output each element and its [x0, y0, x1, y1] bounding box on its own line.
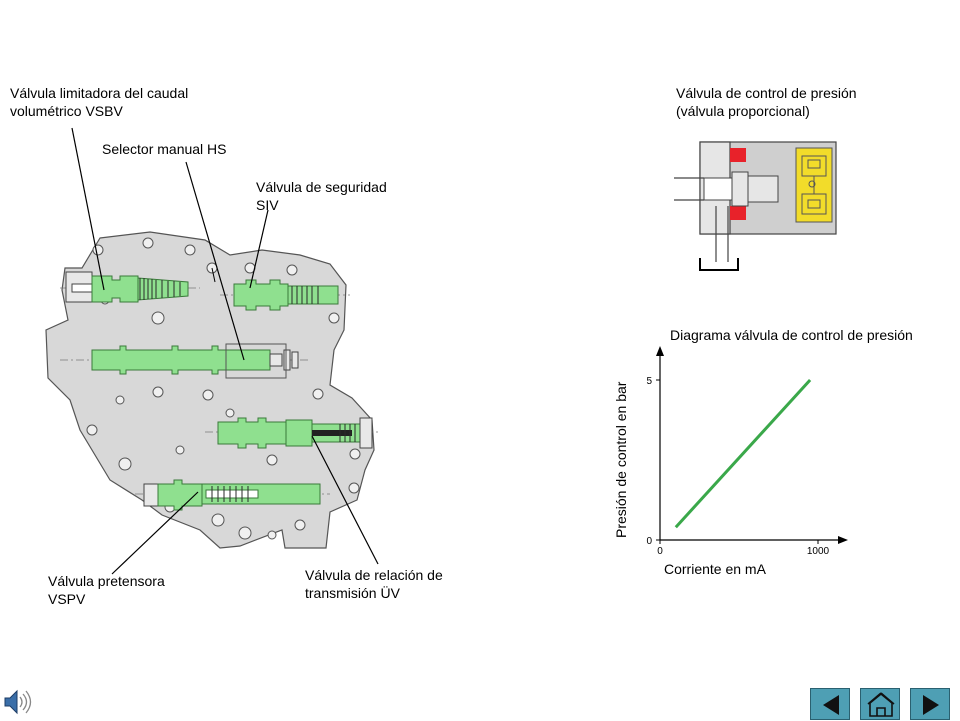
chart-x-tick-label: 0 — [657, 546, 663, 557]
speaker-icon[interactable] — [2, 686, 32, 718]
label-siv: Válvula de seguridad SIV — [256, 179, 387, 213]
valve-vsbv — [65, 271, 189, 303]
home-button[interactable] — [860, 688, 900, 720]
valve-hs — [91, 343, 299, 379]
chart-y-tick-label: 0 — [646, 536, 652, 547]
valve-uv — [217, 417, 373, 449]
label-uv: Válvula de relación de transmisión ÜV — [305, 567, 443, 601]
valve-vspv — [143, 479, 321, 511]
next-button[interactable] — [910, 688, 950, 720]
label-pressure-control-valve: Válvula de control de presión (válvula p… — [676, 85, 857, 119]
home-icon — [867, 692, 895, 717]
chart-x-label: Corriente en mA — [664, 561, 766, 577]
leader-hs — [185, 161, 245, 361]
chart-y-label: Presión de control en bar — [613, 381, 629, 538]
label-vsbv: Válvula limitadora del caudal volumétric… — [10, 85, 189, 119]
chart-x-axis-arrow — [838, 536, 848, 544]
valve-siv — [233, 279, 339, 311]
leader-siv — [249, 209, 269, 289]
chart-title: Diagrama válvula de control de presión — [670, 327, 913, 343]
label-hs: Selector manual HS — [102, 141, 227, 157]
leader-uv — [311, 435, 379, 565]
chart-y-axis-arrow — [656, 346, 664, 356]
leader-vsbv — [71, 127, 105, 291]
triangle-right-icon — [923, 695, 939, 715]
chart-y-tick-label: 5 — [646, 376, 652, 387]
triangle-left-icon — [823, 695, 839, 715]
prev-button[interactable] — [810, 688, 850, 720]
leader-vspv — [111, 491, 199, 575]
label-vspv: Válvula pretensora VSPV — [48, 573, 165, 607]
chart-series-line — [674, 378, 812, 529]
chart-x-tick-label: 1000 — [807, 546, 830, 557]
